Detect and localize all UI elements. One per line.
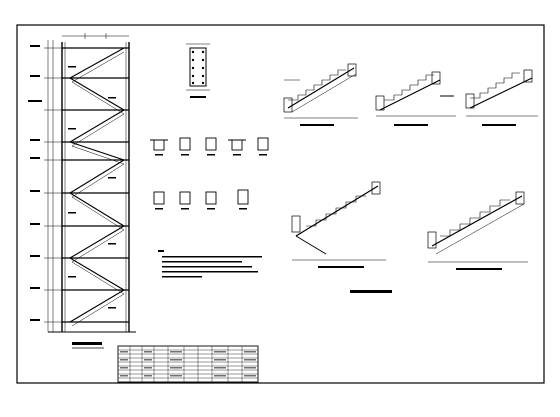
stair-flight-detail-3 [465,69,538,126]
schedule-table [117,345,259,383]
stair-flight-detail-5 [427,191,528,270]
beam-sections-row-2 [153,189,249,210]
stair-flight-detail-2 [375,71,456,126]
details-caption-mark [350,290,392,293]
stair-flight-detail-4 [291,181,386,268]
stair-section-elevation [28,33,136,333]
drawing-border [16,24,545,384]
beam-sections-row-1 [150,137,269,156]
column-section-detail [186,43,210,98]
section-caption-mark [72,342,104,349]
stair-flight-detail-1 [283,63,358,126]
general-notes [158,250,262,278]
